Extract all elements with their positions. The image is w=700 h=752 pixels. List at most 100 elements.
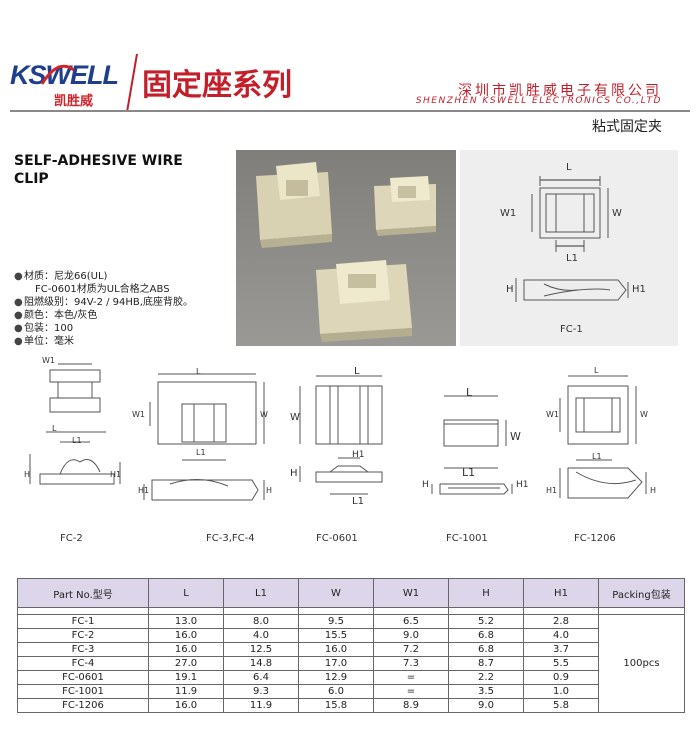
- table-cell: 4.0: [523, 628, 599, 643]
- fc0601-label-w: W: [290, 412, 300, 423]
- clip-photo-icon: [236, 150, 456, 346]
- spec-list: ●材质：尼龙66(UL) FC-0601材质为UL合格之ABS ●阻燃级别：94…: [14, 270, 193, 348]
- table-cell: 19.1: [148, 670, 224, 685]
- spec-item: ●阻燃级别：94V-2 / 94HB,底座背胶。: [14, 297, 193, 308]
- table-cell: FC-2: [17, 628, 149, 643]
- product-title-line2: CLIP: [14, 171, 49, 187]
- table-cell: 27.0: [148, 656, 224, 671]
- fc1206-label-l: L: [594, 366, 599, 375]
- fc34-label-w1: W1: [132, 410, 145, 419]
- fc1001-label-h: H: [422, 480, 429, 490]
- table-cell: 4.0: [223, 628, 299, 643]
- table-cell: 15.8: [298, 698, 374, 713]
- column-header: H: [448, 578, 524, 608]
- table-cell: FC-1001: [17, 684, 149, 699]
- header-divider-slash-icon: [126, 54, 138, 112]
- table-cell: 7.2: [373, 642, 449, 657]
- page-subtitle: 粘式固定夹: [592, 119, 662, 135]
- fc34-label-h: H: [266, 486, 273, 495]
- fc0601-label-l: L: [354, 366, 360, 377]
- table-cell: 11.9: [223, 698, 299, 713]
- table-cell: 16.0: [148, 698, 224, 713]
- logo-text-cn: 凯胜威: [54, 94, 94, 109]
- fc0601-drawing: [299, 375, 383, 495]
- fc1-label-h: H: [506, 284, 514, 295]
- table-cell: 7.3: [373, 656, 449, 671]
- column-header: W: [298, 578, 374, 608]
- table-cell: FC-4: [17, 656, 149, 671]
- column-header: Packing包装: [598, 578, 685, 608]
- bullet-icon: ●: [14, 310, 23, 321]
- table-cell: 8.7: [448, 656, 524, 671]
- fc1206-label-l1: L1: [592, 452, 602, 461]
- product-title: SELF-ADHESIVE WIRE CLIP: [14, 152, 214, 188]
- bullet-icon: ●: [14, 297, 23, 308]
- spec-item: ●包装：100: [14, 323, 74, 334]
- header-divider: [10, 110, 690, 112]
- table-cell: 5.5: [523, 656, 599, 671]
- bullet-icon: ●: [14, 271, 23, 282]
- table-cell: 11.9: [148, 684, 224, 699]
- table-cell: 6.8: [448, 642, 524, 657]
- column-header: W1: [373, 578, 449, 608]
- fc1206-label-w1: W1: [546, 410, 559, 419]
- fc1-label-w: W: [612, 208, 622, 219]
- table-cell: 16.0: [298, 642, 374, 657]
- table-cell: 2.8: [523, 614, 599, 629]
- table-cell: 2.2: [448, 670, 524, 685]
- spec-item: FC-0601材质为UL合格之ABS: [35, 284, 170, 295]
- fc1-label-l: L: [566, 162, 572, 173]
- fc1206-drawing: [559, 375, 647, 499]
- fc2-label-h: H: [24, 470, 31, 479]
- bullet-icon: ●: [14, 323, 23, 334]
- table-cell: 1.0: [523, 684, 599, 699]
- table-cell: 17.0: [298, 656, 374, 671]
- table-cell: 9.5: [298, 614, 374, 629]
- table-cell: 14.8: [223, 656, 299, 671]
- fc0601-label-h1: H1: [352, 450, 365, 460]
- fc34-label-h1: H1: [138, 486, 150, 495]
- fc1-label-l1: L1: [566, 253, 578, 264]
- table-cell: 6.5: [373, 614, 449, 629]
- fc34-label-w: W: [260, 410, 268, 419]
- fc1206-label-h: H: [650, 486, 657, 495]
- fc1206-caption: FC-1206: [574, 533, 616, 544]
- table-cell: 6.0: [298, 684, 374, 699]
- table-cell: 13.0: [148, 614, 224, 629]
- fc1001-label-h1: H1: [516, 480, 529, 490]
- bullet-icon: ●: [14, 336, 23, 347]
- brand-logo: KSWELL 凯胜威: [10, 60, 128, 109]
- table-cell: 8.9: [373, 698, 449, 713]
- column-header: Part No.型号: [17, 578, 149, 608]
- table-header-row: Part No.型号 L L1 W W1 H H1 Packing包装: [17, 578, 685, 608]
- company-name-cn: 深圳市凯胜威电子有限公司: [458, 83, 662, 99]
- spec-item: ●材质：尼龙66(UL): [14, 271, 108, 282]
- spec-item: ●颜色：本色/灰色: [14, 310, 98, 321]
- packing-cell: 100pcs: [598, 614, 685, 713]
- table-cell: 6.8: [448, 628, 524, 643]
- fc1001-label-l: L: [466, 386, 473, 399]
- fc1001-label-l1: L1: [462, 466, 476, 479]
- fc2-drawing: [29, 363, 121, 485]
- fc2-caption: FC-2: [60, 533, 83, 544]
- table-cell: 12.5: [223, 642, 299, 657]
- fc1001-caption: FC-1001: [446, 533, 488, 544]
- table-cell: 9.0: [448, 698, 524, 713]
- table-cell: FC-1: [17, 614, 149, 629]
- table-cell: FC-0601: [17, 670, 149, 685]
- page-title: 固定座系列: [142, 68, 292, 103]
- column-header: H1: [523, 578, 599, 608]
- table-cell: 8.0: [223, 614, 299, 629]
- company-name-en: SHENZHEN KSWELL ELECTRONICS CO.,LTD: [415, 96, 662, 106]
- fc0601-label-h: H: [290, 468, 298, 479]
- table-cell: 9.3: [223, 684, 299, 699]
- table-cell: 3.7: [523, 642, 599, 657]
- fc1206-label-w: W: [640, 410, 648, 419]
- table-cell: FC-3: [17, 642, 149, 657]
- product-photo: [236, 150, 456, 346]
- fc34-caption: FC-3,FC-4: [206, 533, 255, 544]
